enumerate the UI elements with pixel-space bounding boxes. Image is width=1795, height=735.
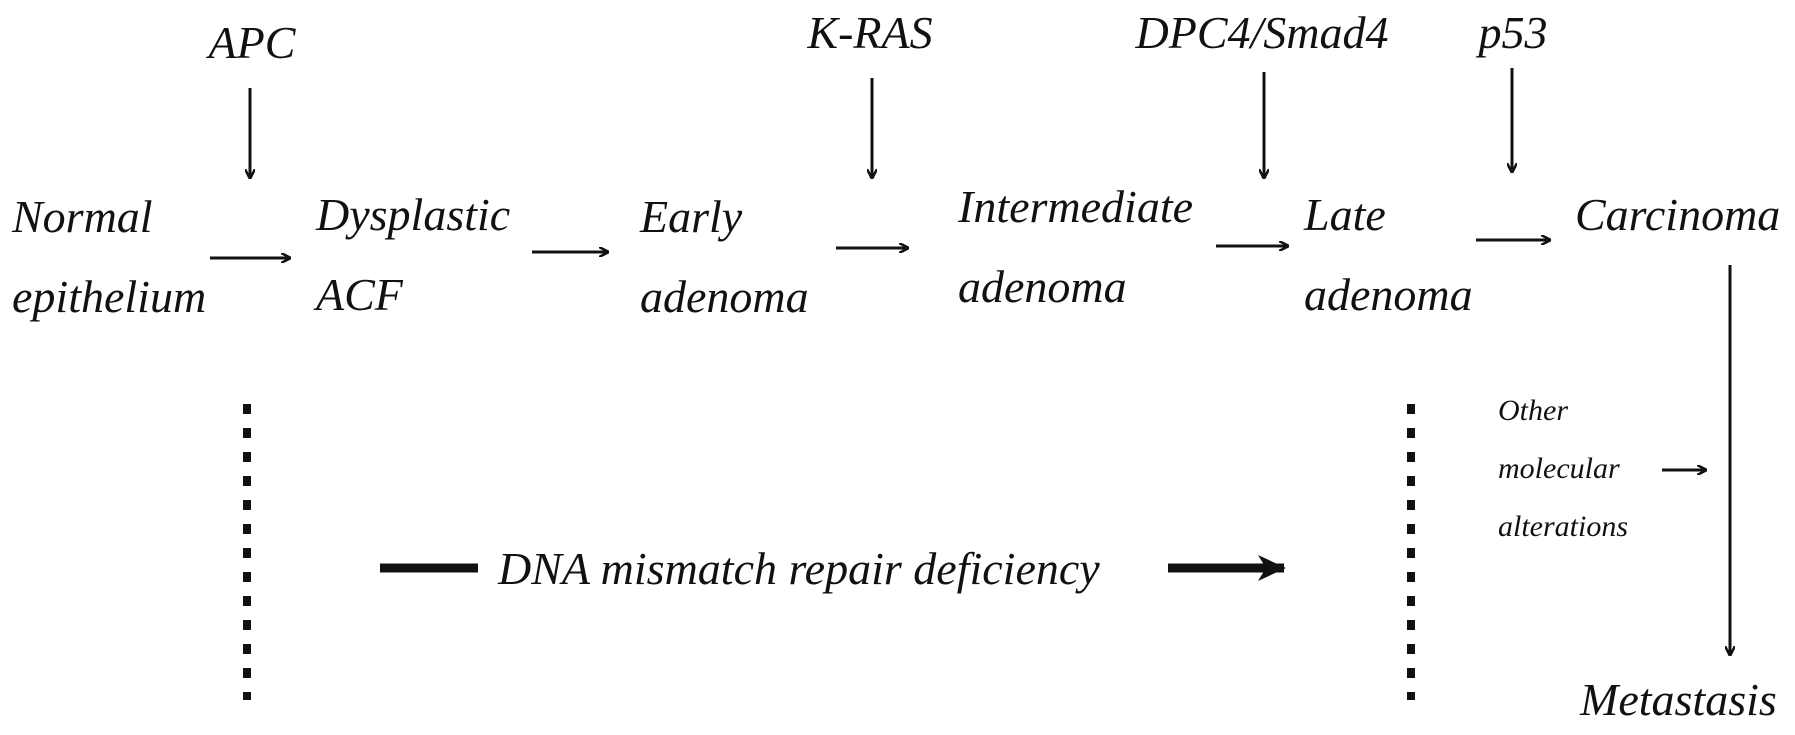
gene-label-dpc4-smad4: DPC4/Smad4: [1135, 7, 1389, 58]
stage-early-adenoma: Early adenoma: [639, 191, 809, 322]
stage-dysplastic-acf: Dysplastic ACF: [313, 189, 522, 320]
stage-late-adenoma: Late adenoma: [1303, 189, 1473, 320]
stage-carcinoma: Carcinoma: [1575, 189, 1780, 240]
gene-label-p53: p53: [1476, 7, 1548, 58]
dna-mismatch-repair-label: DNA mismatch repair deficiency: [497, 543, 1100, 594]
stage-metastasis: Metastasis: [1579, 674, 1777, 725]
other-molecular-alterations-label: Other molecular alterations: [1498, 394, 1628, 543]
stage-normal-epithelium: Normal epithelium: [11, 191, 206, 322]
stage-intermediate-adenoma: Intermediate adenoma: [957, 181, 1205, 312]
gene-label-kras: K-RAS: [806, 7, 932, 58]
gene-label-apc: APC: [206, 17, 297, 68]
